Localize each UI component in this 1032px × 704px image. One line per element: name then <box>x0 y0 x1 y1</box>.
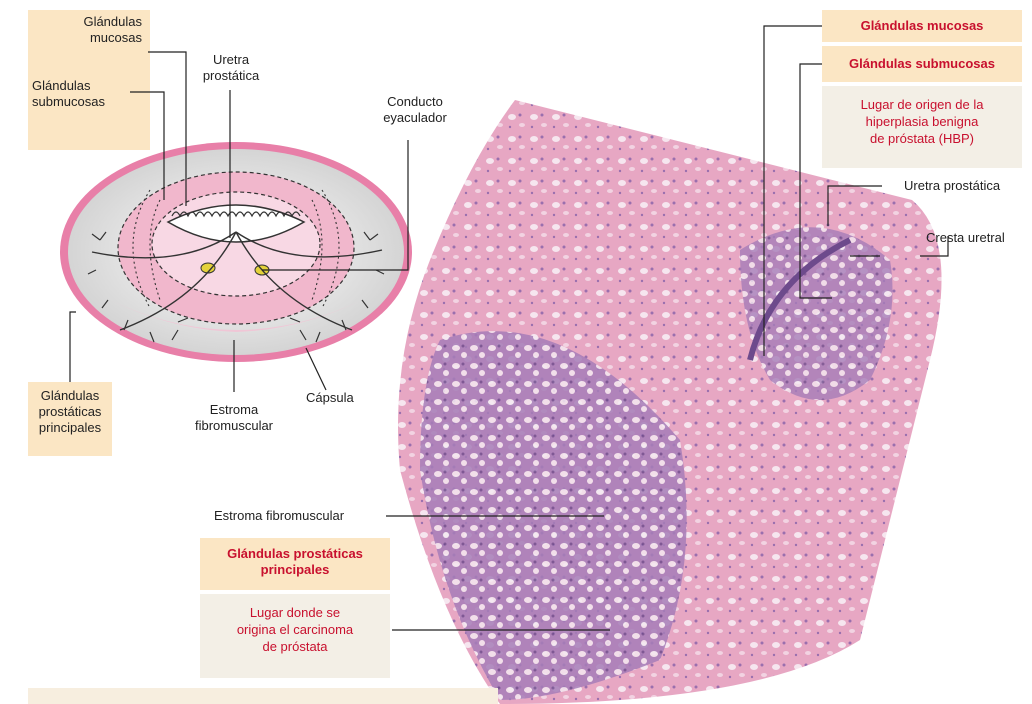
note-carcinoma-text: Lugar donde se origina el carcinoma de p… <box>237 605 353 654</box>
label-glandulas-prostaticas-principales: Glándulas prostáticas principales <box>200 538 390 590</box>
label-capsula: Cápsula <box>306 390 354 406</box>
label-glandulas-mucosas-red-text: Glándulas mucosas <box>861 18 984 33</box>
note-carcinoma: Lugar donde se origina el carcinoma de p… <box>200 594 390 678</box>
label-uretra-prostatica: Uretra prostática <box>904 178 1000 194</box>
label-gpp-left-text: Glándulas prostáticas principales <box>39 388 102 435</box>
note-hbp: Lugar de origen de la hiperplasia benign… <box>822 86 1022 168</box>
label-glandulas-mucosas: Glándulas mucosas <box>822 10 1022 42</box>
label-glandulas-submucosas-left: Glándulas submucosas <box>32 78 105 110</box>
label-gpp-red-text: Glándulas prostáticas principales <box>227 546 363 577</box>
label-estroma-diagram-text: Estroma fibromuscular <box>195 402 273 433</box>
bottom-band <box>28 688 498 704</box>
label-estroma-fibromuscular-diagram: Estroma fibromuscular <box>184 402 284 434</box>
label-capsula-text: Cápsula <box>306 390 354 405</box>
label-glandulas-mucosas-left: Glándulas mucosas <box>28 10 150 66</box>
label-glandulas-submucosas-text: Glándulas submucosas <box>32 78 105 109</box>
label-uretra-prostatica-text: Uretra prostática <box>904 178 1000 193</box>
label-estroma-fibromuscular-text: Estroma fibromuscular <box>214 508 344 523</box>
label-glandulas-submucosas: Glándulas submucosas <box>822 46 1022 82</box>
label-glandulas-submucosas-red-text: Glándulas submucosas <box>849 56 995 71</box>
note-hbp-text: Lugar de origen de la hiperplasia benign… <box>861 97 984 146</box>
label-cresta-uretral-text: Cresta uretral <box>926 230 1005 245</box>
label-uretra-prostatica-diagram: Uretra prostática <box>196 52 266 84</box>
label-cresta-uretral: Cresta uretral <box>926 230 1005 246</box>
label-uretra-prostatica-diagram-text: Uretra prostática <box>203 52 259 83</box>
label-conducto-eyaculador-text: Conducto eyaculador <box>383 94 447 125</box>
label-estroma-fibromuscular: Estroma fibromuscular <box>214 508 344 524</box>
label-glandulas-mucosas-text: Glándulas mucosas <box>83 14 142 45</box>
label-glandulas-prostaticas-principales-left: Glándulas prostáticas principales <box>28 382 112 456</box>
label-conducto-eyaculador: Conducto eyaculador <box>372 94 458 126</box>
